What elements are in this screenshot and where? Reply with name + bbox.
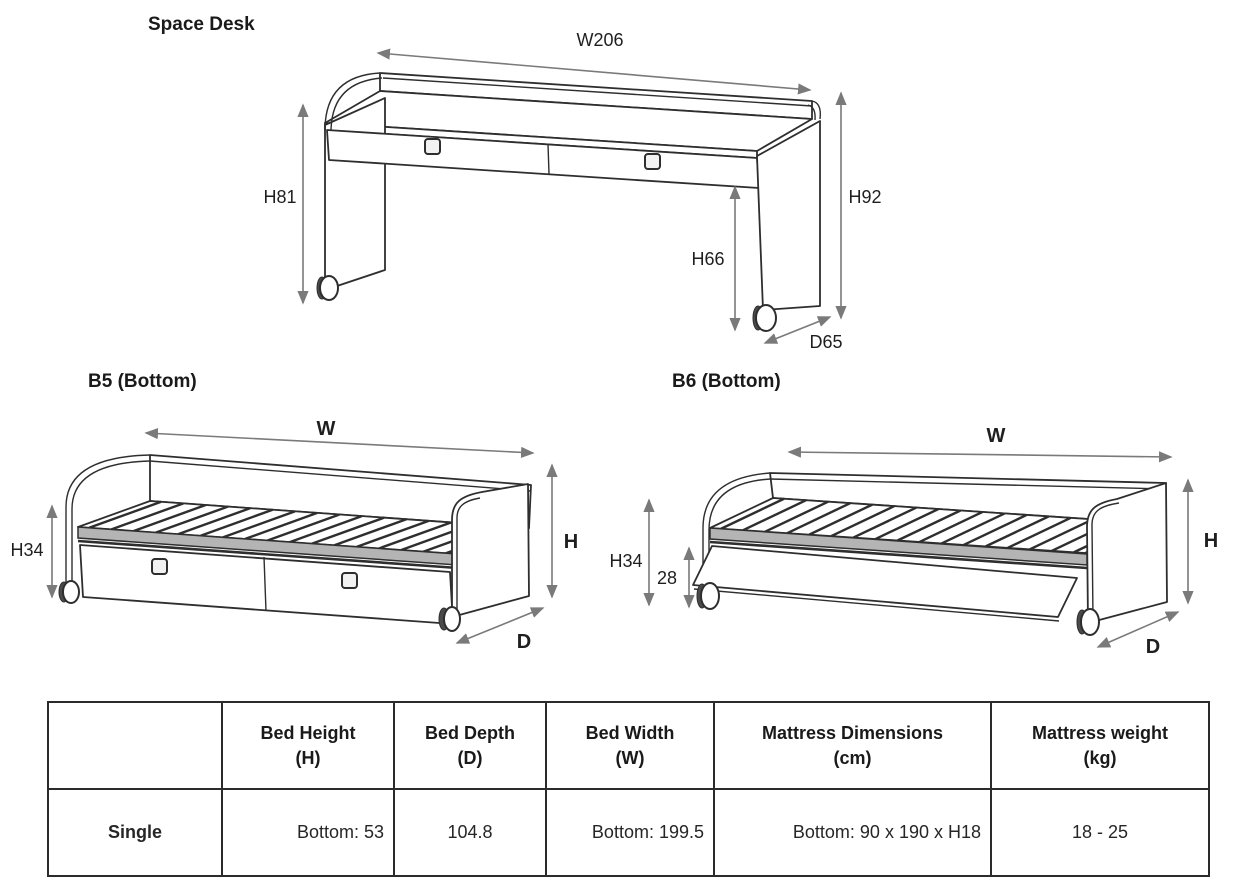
b5-slat-deck xyxy=(77,500,530,570)
cell-bed-height: Bottom: 53 xyxy=(221,788,395,877)
dimension-arrow-height-right: H xyxy=(546,463,578,599)
b5-title: B5 (Bottom) xyxy=(88,371,197,392)
desk-caster-left xyxy=(316,275,339,301)
header-mattress-dimensions: Mattress Dimensions (cm) xyxy=(713,701,992,790)
drawer-handle-icon xyxy=(644,153,661,170)
header-empty xyxy=(47,701,223,790)
dimension-arrow-height-left: H81 xyxy=(263,103,309,305)
dim-label-w: W xyxy=(317,418,336,440)
desk-right-panel xyxy=(756,100,822,311)
dimension-arrow-height-left: H34 xyxy=(609,498,655,607)
dim-label-h34: H34 xyxy=(10,540,43,560)
dimension-arrow-depth: D65 xyxy=(763,316,843,352)
table-row: Single Bottom: 53 104.8 Bottom: 199.5 Bo… xyxy=(47,788,1210,877)
dim-label-28: 28 xyxy=(657,568,677,588)
dimension-arrow-height-right: H xyxy=(1182,478,1218,605)
header-mattress-weight: Mattress weight (kg) xyxy=(990,701,1210,790)
desk-drawing: W206 H81 H92 H66 D65 xyxy=(263,30,882,352)
cell-mattress-dimensions: Bottom: 90 x 190 x H18 xyxy=(713,788,992,877)
drawer-handle-icon xyxy=(341,572,358,589)
dim-label-h92: H92 xyxy=(848,187,881,207)
cell-bed-depth: 104.8 xyxy=(393,788,547,877)
dimension-arrow-width: W xyxy=(787,425,1173,463)
cell-bed-width: Bottom: 199.5 xyxy=(545,788,715,877)
dim-label-h: H xyxy=(564,531,578,553)
table-header-row: Bed Height (H) Bed Depth (D) Bed Width (… xyxy=(47,701,1210,790)
dimension-arrow-width: W xyxy=(144,418,535,458)
dim-label-w206: W206 xyxy=(576,30,623,50)
b6-slat-deck xyxy=(709,497,1149,570)
dim-label-d: D xyxy=(1146,636,1160,658)
dimension-arrow-flap: 28 xyxy=(657,546,695,609)
desk-title: Space Desk xyxy=(148,14,255,35)
b6-caster-right xyxy=(1076,608,1100,636)
b6-title: B6 (Bottom) xyxy=(672,371,781,392)
b5-drawing: W H34 H D xyxy=(10,418,578,653)
b5-caster-left xyxy=(58,580,80,604)
dim-label-h66: H66 xyxy=(691,249,724,269)
b6-right-panel xyxy=(1086,482,1168,624)
cell-mattress-weight: 18 - 25 xyxy=(990,788,1210,877)
desk-caster-right xyxy=(752,304,777,332)
dim-label-d65: D65 xyxy=(809,332,842,352)
dimension-arrow-clearance: H66 xyxy=(691,185,741,332)
b5-right-panel xyxy=(451,483,530,618)
dimension-arrow-height-left: H34 xyxy=(10,504,58,599)
drawer-handle-icon xyxy=(151,558,168,575)
dimension-arrow-depth: D xyxy=(1096,611,1180,658)
dimension-arrow-depth: D xyxy=(455,607,545,653)
b6-caster-left xyxy=(696,582,720,610)
drawer-handle-icon xyxy=(424,138,441,155)
dim-label-h81: H81 xyxy=(263,187,296,207)
header-bed-depth: Bed Depth (D) xyxy=(393,701,547,790)
dim-label-h34: H34 xyxy=(609,551,642,571)
b5-left-post xyxy=(65,454,151,587)
dim-label-d: D xyxy=(517,631,531,653)
b5-caster-right xyxy=(438,606,461,632)
header-bed-height: Bed Height (H) xyxy=(221,701,395,790)
dim-label-h: H xyxy=(1204,530,1218,552)
dimension-arrow-height-right: H92 xyxy=(835,91,882,320)
header-bed-width: Bed Width (W) xyxy=(545,701,715,790)
dimension-arrow-width: W206 xyxy=(376,30,812,95)
spec-table: Bed Height (H) Bed Depth (D) Bed Width (… xyxy=(47,701,1210,877)
desk-top-surface xyxy=(324,90,813,159)
dim-label-w: W xyxy=(987,425,1006,447)
row-label-single: Single xyxy=(47,788,223,877)
b6-drawing: W H34 28 H D xyxy=(609,425,1218,658)
b6-front-flap xyxy=(692,545,1078,622)
